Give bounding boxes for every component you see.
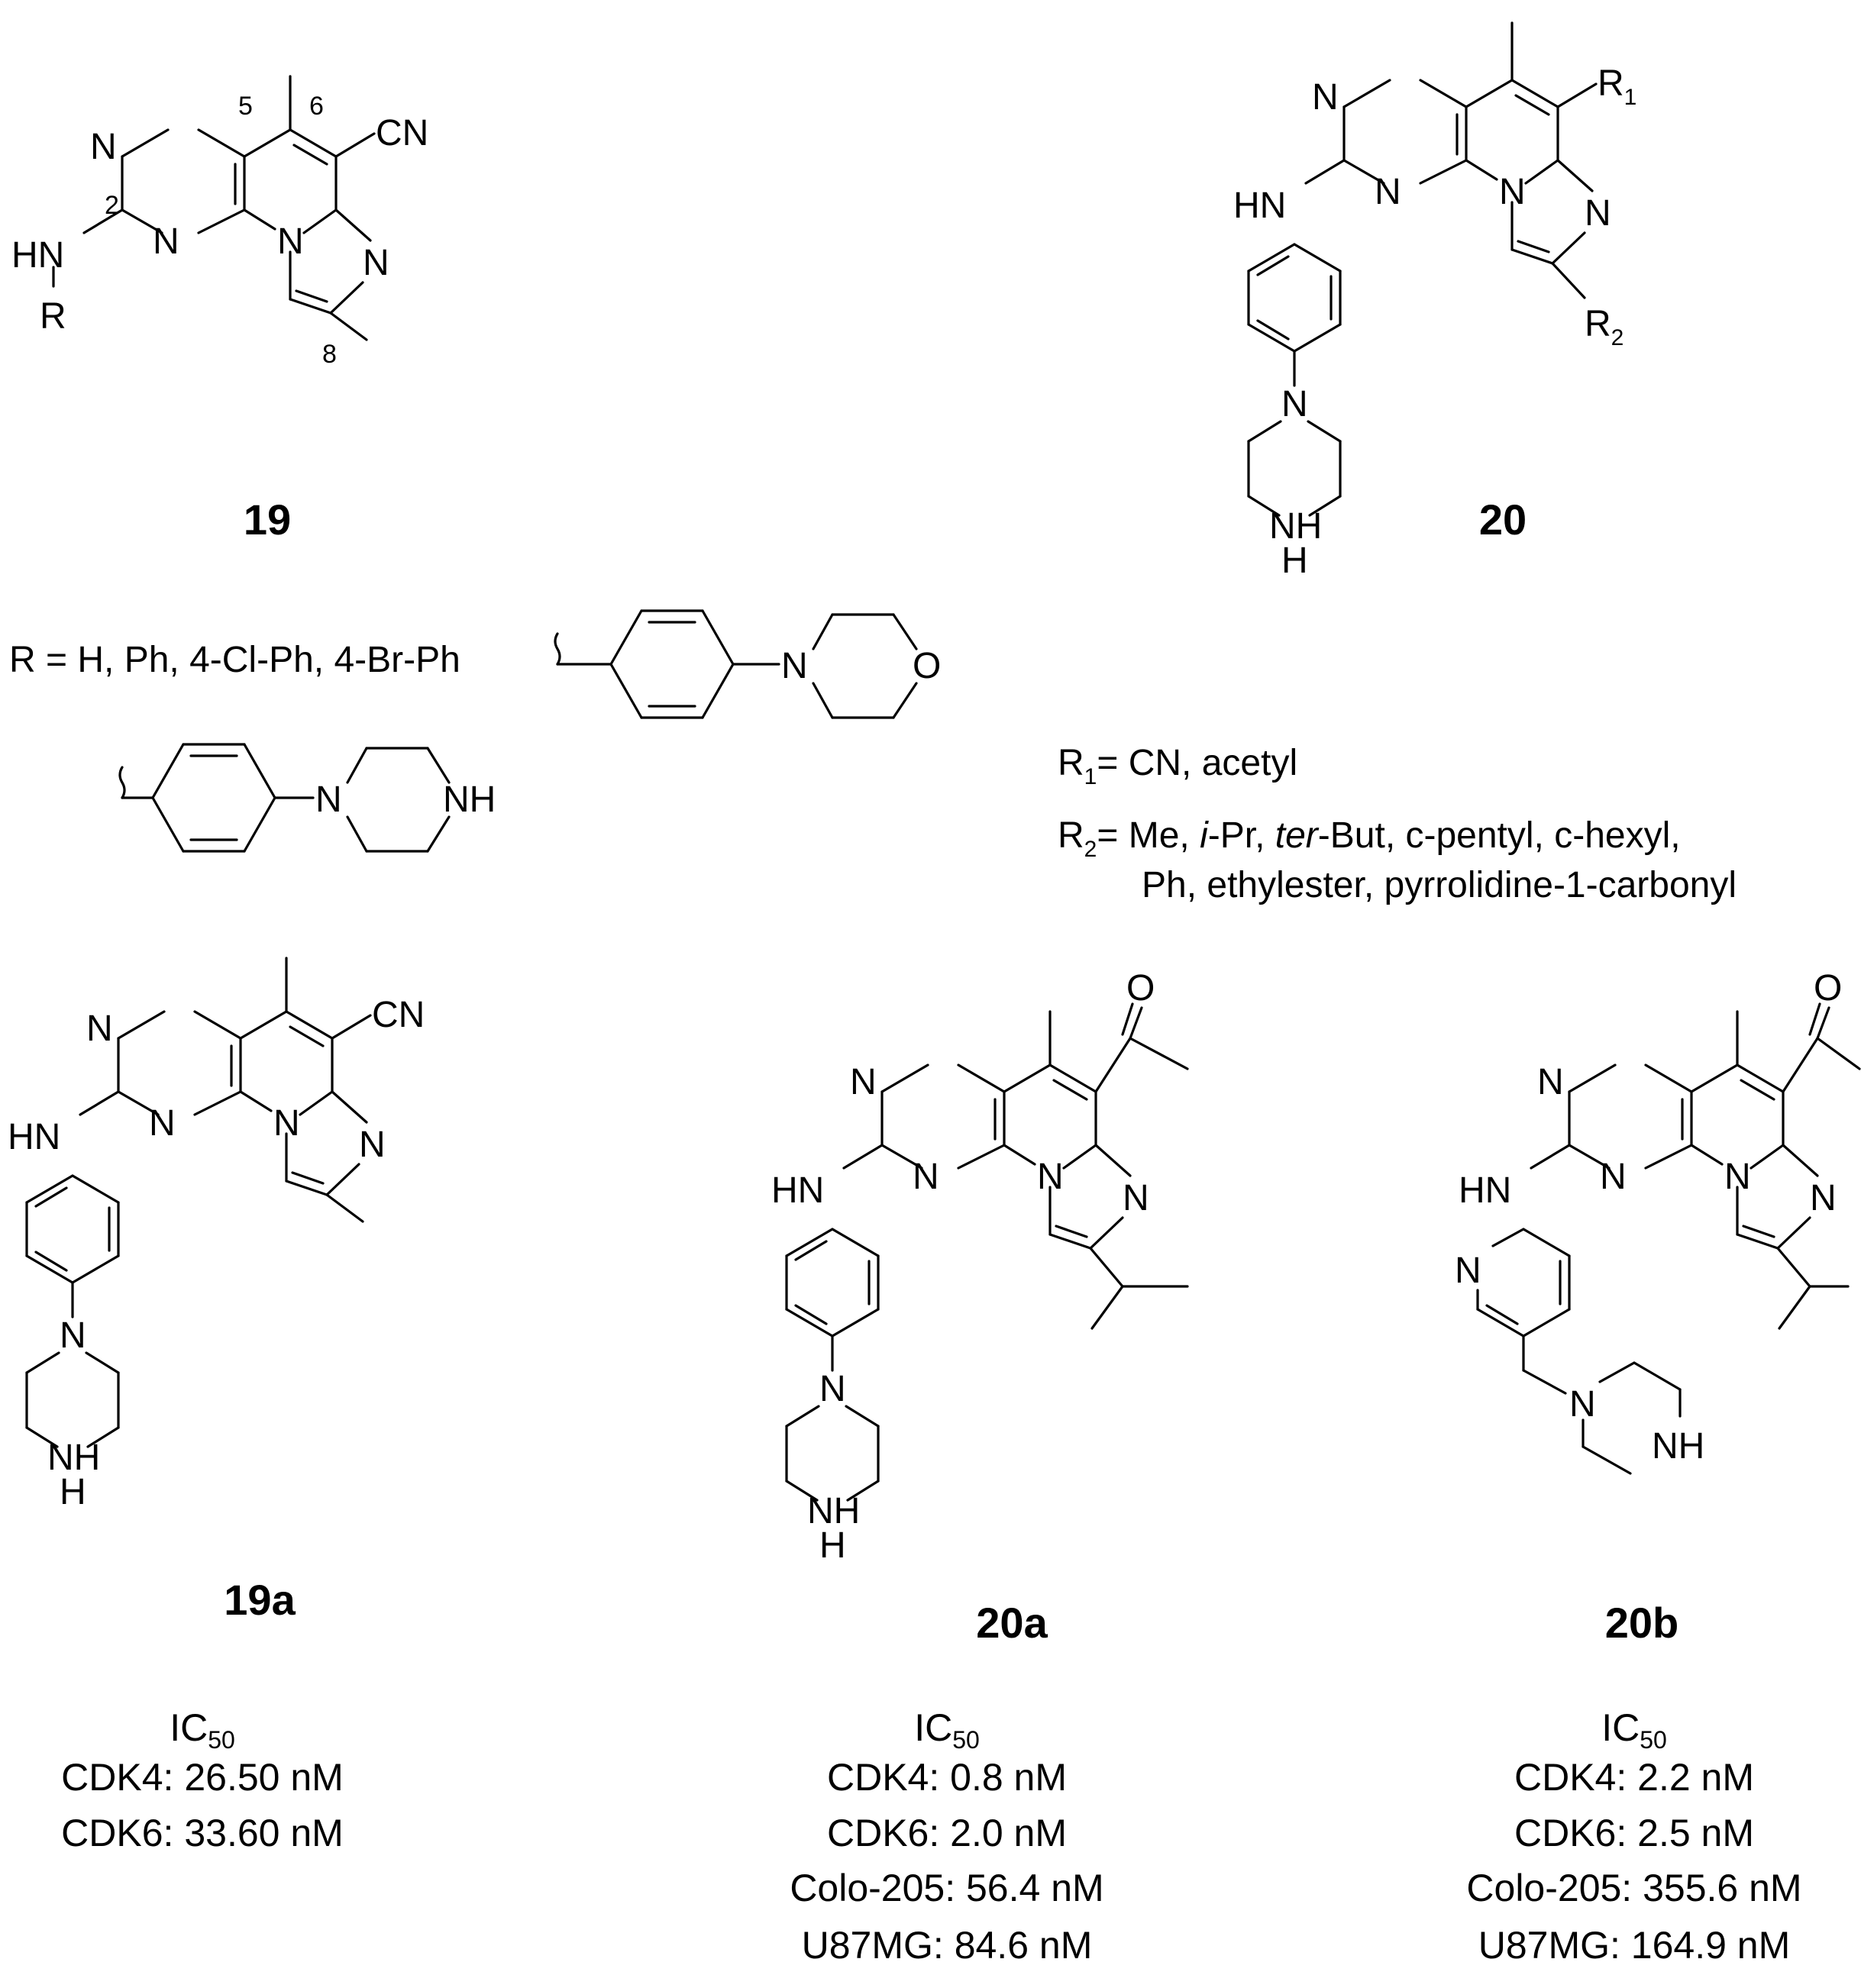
ic50-value: CDK4: 0.8 nM [827, 1756, 1067, 1799]
ic50-heading: IC50 [914, 1706, 980, 1754]
ic50-block-19a: IC50 CDK4: 26.50 nM CDK6: 33.60 nM [61, 1706, 344, 1854]
atom-N: N [315, 779, 342, 820]
compound-19-structure: N N N N CN HN R 2 5 6 8 [11, 75, 428, 369]
atom-NH: NH [443, 779, 496, 820]
compound-20a-structure: N N N N O HN [771, 968, 1189, 1330]
compound-20-structure: N N N N R1 R2 HN [1233, 21, 1636, 350]
ic50-value: CDK6: 2.5 nM [1514, 1812, 1754, 1854]
r2-definition-line2: Ph, ethylester, pyrrolidine-1-carbonyl [1142, 865, 1737, 905]
atom-H: H [1281, 541, 1308, 581]
atom-CN: CN [376, 113, 428, 153]
position-6-label: 6 [309, 92, 324, 121]
ic50-heading: IC50 [1601, 1706, 1667, 1754]
ic50-value: CDK6: 2.0 nM [827, 1812, 1067, 1854]
atom-N: N [913, 1157, 939, 1197]
atom-N: N [90, 127, 117, 167]
ic50-value: CDK6: 33.60 nM [61, 1812, 344, 1854]
position-8-label: 8 [322, 340, 337, 369]
position-5-label: 5 [238, 92, 253, 121]
atom-N: N [1281, 384, 1308, 424]
piperazinylphenyl-fragment: N NH [118, 743, 496, 853]
atom-N: N [1724, 1157, 1751, 1197]
atom-N: N [819, 1369, 846, 1409]
atom-N: N [277, 221, 304, 262]
compound-label-20b: 20b [1605, 1599, 1679, 1647]
atom-N: N [1810, 1178, 1837, 1218]
r-group-definition: R = H, Ph, 4-Cl-Ph, 4-Br-Ph [9, 640, 460, 680]
atom-N: N [1585, 193, 1611, 234]
atom-N: N [1600, 1157, 1627, 1197]
ic50-value: CDK4: 2.2 nM [1514, 1756, 1754, 1799]
ic50-value: Colo-205: 355.6 nM [1466, 1867, 1801, 1909]
atom-R2: R2 [1585, 304, 1624, 350]
atom-HN: HN [771, 1170, 824, 1211]
atom-N: N [1455, 1251, 1481, 1291]
ic50-block-20b: IC50 CDK4: 2.2 nM CDK6: 2.5 nM Colo-205:… [1466, 1706, 1801, 1967]
r1-definition: R1= CN, acetyl [1058, 743, 1297, 789]
atom-HN: HN [11, 235, 64, 276]
ic50-heading: IC50 [170, 1706, 235, 1754]
compound-label-20a: 20a [976, 1599, 1048, 1647]
ic50-value: Colo-205: 56.4 nM [790, 1867, 1103, 1909]
atom-NH: NH [1269, 506, 1322, 547]
ic50-value: CDK4: 26.50 nM [61, 1756, 344, 1799]
atom-N: N [153, 221, 179, 262]
ic50-value: U87MG: 84.6 nM [802, 1924, 1093, 1967]
compound-label-19: 19 [244, 495, 291, 544]
atom-R1: R1 [1598, 63, 1636, 110]
compound-19a-phenylpiperazine: N NH H [25, 1174, 120, 1512]
atom-N: N [1312, 77, 1339, 118]
atom-HN: HN [1459, 1170, 1511, 1211]
compound-label-19a: 19a [224, 1576, 296, 1624]
atom-HN: HN [8, 1117, 60, 1157]
atom-N: N [1569, 1384, 1596, 1425]
atom-O: O [913, 646, 941, 686]
compound-20b-structure: N N N N O HN [1459, 968, 1861, 1330]
atom-O: O [1126, 968, 1155, 1009]
atom-N: N [1499, 172, 1526, 212]
compound-20-phenylpiperazine: N NH H [1247, 243, 1342, 581]
atom-HN: HN [1233, 186, 1286, 226]
ic50-value: U87MG: 164.9 nM [1478, 1924, 1791, 1967]
atom-N: N [1123, 1178, 1149, 1218]
position-2-label: 2 [105, 191, 119, 220]
atom-O: O [1814, 968, 1842, 1009]
compound-20b-pyridylmethylpiperazine: N N NH [1455, 1228, 1704, 1475]
atom-N: N [363, 243, 389, 283]
atom-NH: NH [47, 1438, 100, 1478]
atom-N: N [86, 1009, 113, 1049]
ic50-block-20a: IC50 CDK4: 0.8 nM CDK6: 2.0 nM Colo-205:… [790, 1706, 1103, 1967]
atom-N: N [149, 1103, 176, 1144]
atom-NH: NH [1652, 1426, 1704, 1467]
atom-N: N [781, 646, 808, 686]
compound-label-20: 20 [1479, 495, 1527, 544]
r2-definition: R2= Me, i-Pr, ter-But, c-pentyl, c-hexyl… [1058, 815, 1681, 862]
atom-R: R [40, 296, 66, 337]
atom-N: N [60, 1315, 86, 1356]
atom-H: H [60, 1472, 86, 1512]
atom-N: N [359, 1125, 386, 1165]
morpholinophenyl-fragment: N O [554, 609, 941, 719]
atom-NH: NH [807, 1491, 860, 1531]
atom-H: H [819, 1525, 846, 1566]
atom-N: N [850, 1062, 877, 1102]
atom-CN: CN [372, 995, 425, 1035]
atom-N: N [273, 1103, 300, 1144]
atom-N: N [1037, 1157, 1064, 1197]
compound-19a-structure: N N N N CN HN [8, 957, 425, 1223]
compound-20a-phenylpiperazine: N NH H [785, 1228, 880, 1566]
atom-N: N [1537, 1062, 1564, 1102]
atom-N: N [1375, 172, 1401, 212]
